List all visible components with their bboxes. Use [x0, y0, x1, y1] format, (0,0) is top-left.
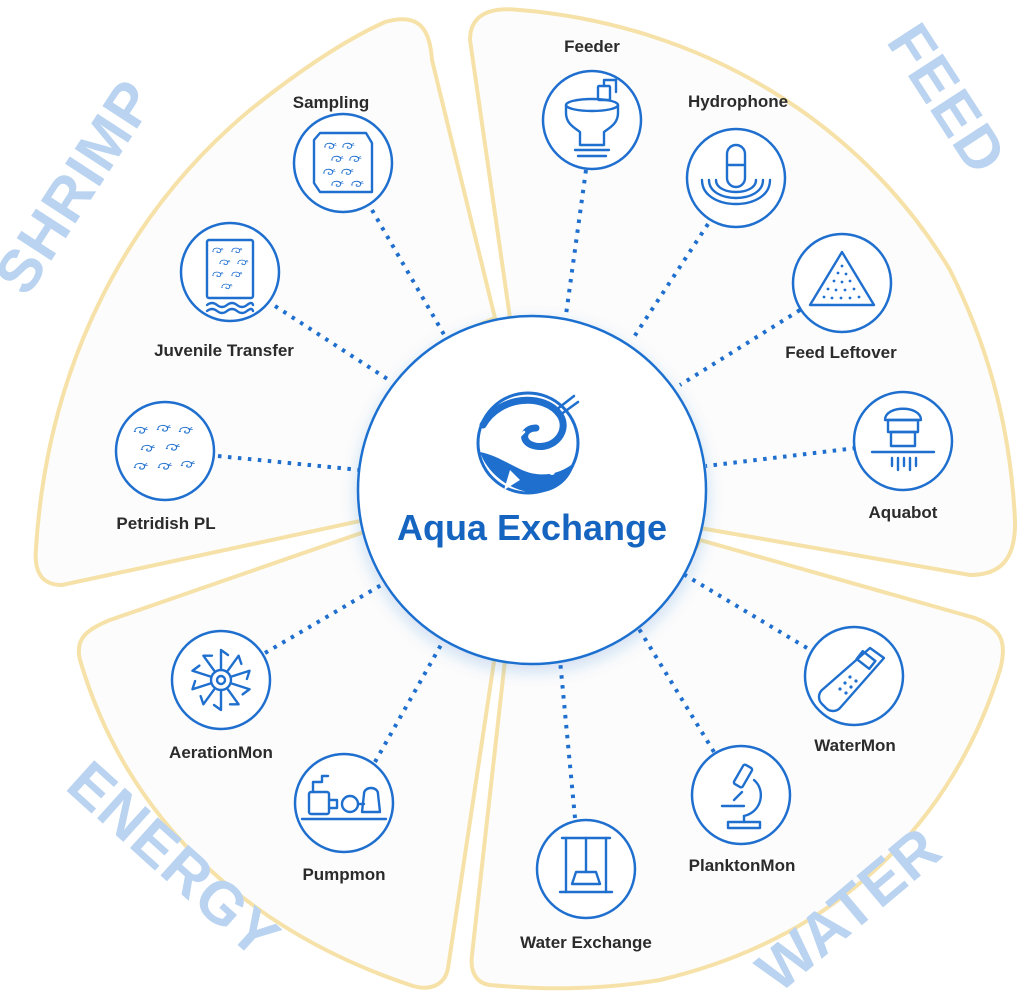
connector-aerationmon: [263, 582, 385, 655]
connectors: [217, 169, 857, 819]
pump-icon: [300, 774, 388, 821]
node-petridish-pl[interactable]: Petridish PL: [114, 400, 216, 533]
node-hydrophone[interactable]: Hydrophone: [685, 92, 788, 229]
connector-watermon: [678, 570, 809, 650]
connector-water-exchange: [558, 659, 577, 819]
node-water-exchange[interactable]: Water Exchange: [520, 818, 652, 952]
node-label-water-exchange: Water Exchange: [520, 933, 652, 952]
node-aerationmon[interactable]: AerationMon: [169, 629, 273, 762]
node-label-watermon: WaterMon: [814, 736, 896, 755]
node-watermon[interactable]: WaterMon: [803, 625, 905, 755]
node-planktonmon[interactable]: PlanktonMon: [689, 744, 796, 875]
connector-sampling: [370, 208, 448, 340]
node-feed-leftover[interactable]: Feed Leftover: [785, 232, 897, 362]
node-aquabot[interactable]: Aquabot: [852, 390, 954, 522]
node-juvenile-transfer[interactable]: Juvenile Transfer: [154, 221, 294, 360]
node-label-aerationmon: AerationMon: [169, 743, 273, 762]
hub[interactable]: Aqua Exchange: [356, 314, 708, 666]
shrimp-fish-logo-icon: [476, 391, 580, 495]
node-pumpmon[interactable]: Pumpmon: [293, 752, 395, 884]
handheld-meter-icon: [817, 646, 886, 713]
node-label-feed-leftover: Feed Leftover: [785, 343, 897, 362]
node-label-pumpmon: Pumpmon: [302, 865, 385, 884]
node-feeder[interactable]: Feeder: [541, 37, 643, 171]
category-label-feed: FEED: [874, 12, 1020, 186]
connector-juvenile-transfer: [273, 304, 394, 384]
shrimp-tank-icon: [205, 238, 255, 315]
node-label-hydrophone: Hydrophone: [688, 92, 788, 111]
hub-title: Aqua Exchange: [397, 507, 667, 548]
paddlewheel-icon: [191, 648, 251, 712]
connector-petridish-pl: [217, 454, 361, 472]
microscope-icon: [720, 763, 763, 830]
connector-hydrophone: [630, 222, 710, 342]
hydrophone-icon: [700, 143, 772, 206]
connector-feed-leftover: [678, 308, 802, 387]
node-sampling[interactable]: Sampling: [293, 93, 394, 214]
node-label-planktonmon: PlanktonMon: [689, 856, 796, 875]
feed-pile-icon: [808, 250, 876, 307]
feeder-icon: [564, 78, 620, 158]
node-label-petridish-pl: Petridish PL: [116, 514, 215, 533]
node-label-aquabot: Aquabot: [869, 503, 938, 522]
node-label-sampling: Sampling: [293, 93, 370, 112]
energy-sector: [76, 527, 498, 990]
node-label-feeder: Feeder: [564, 37, 620, 56]
connector-pumpmon: [373, 635, 448, 763]
node-label-juvenile-transfer: Juvenile Transfer: [154, 341, 294, 360]
sluice-gate-icon: [558, 836, 614, 894]
aquabot-icon: [870, 407, 936, 472]
shrimp-tray-icon: [312, 131, 374, 194]
